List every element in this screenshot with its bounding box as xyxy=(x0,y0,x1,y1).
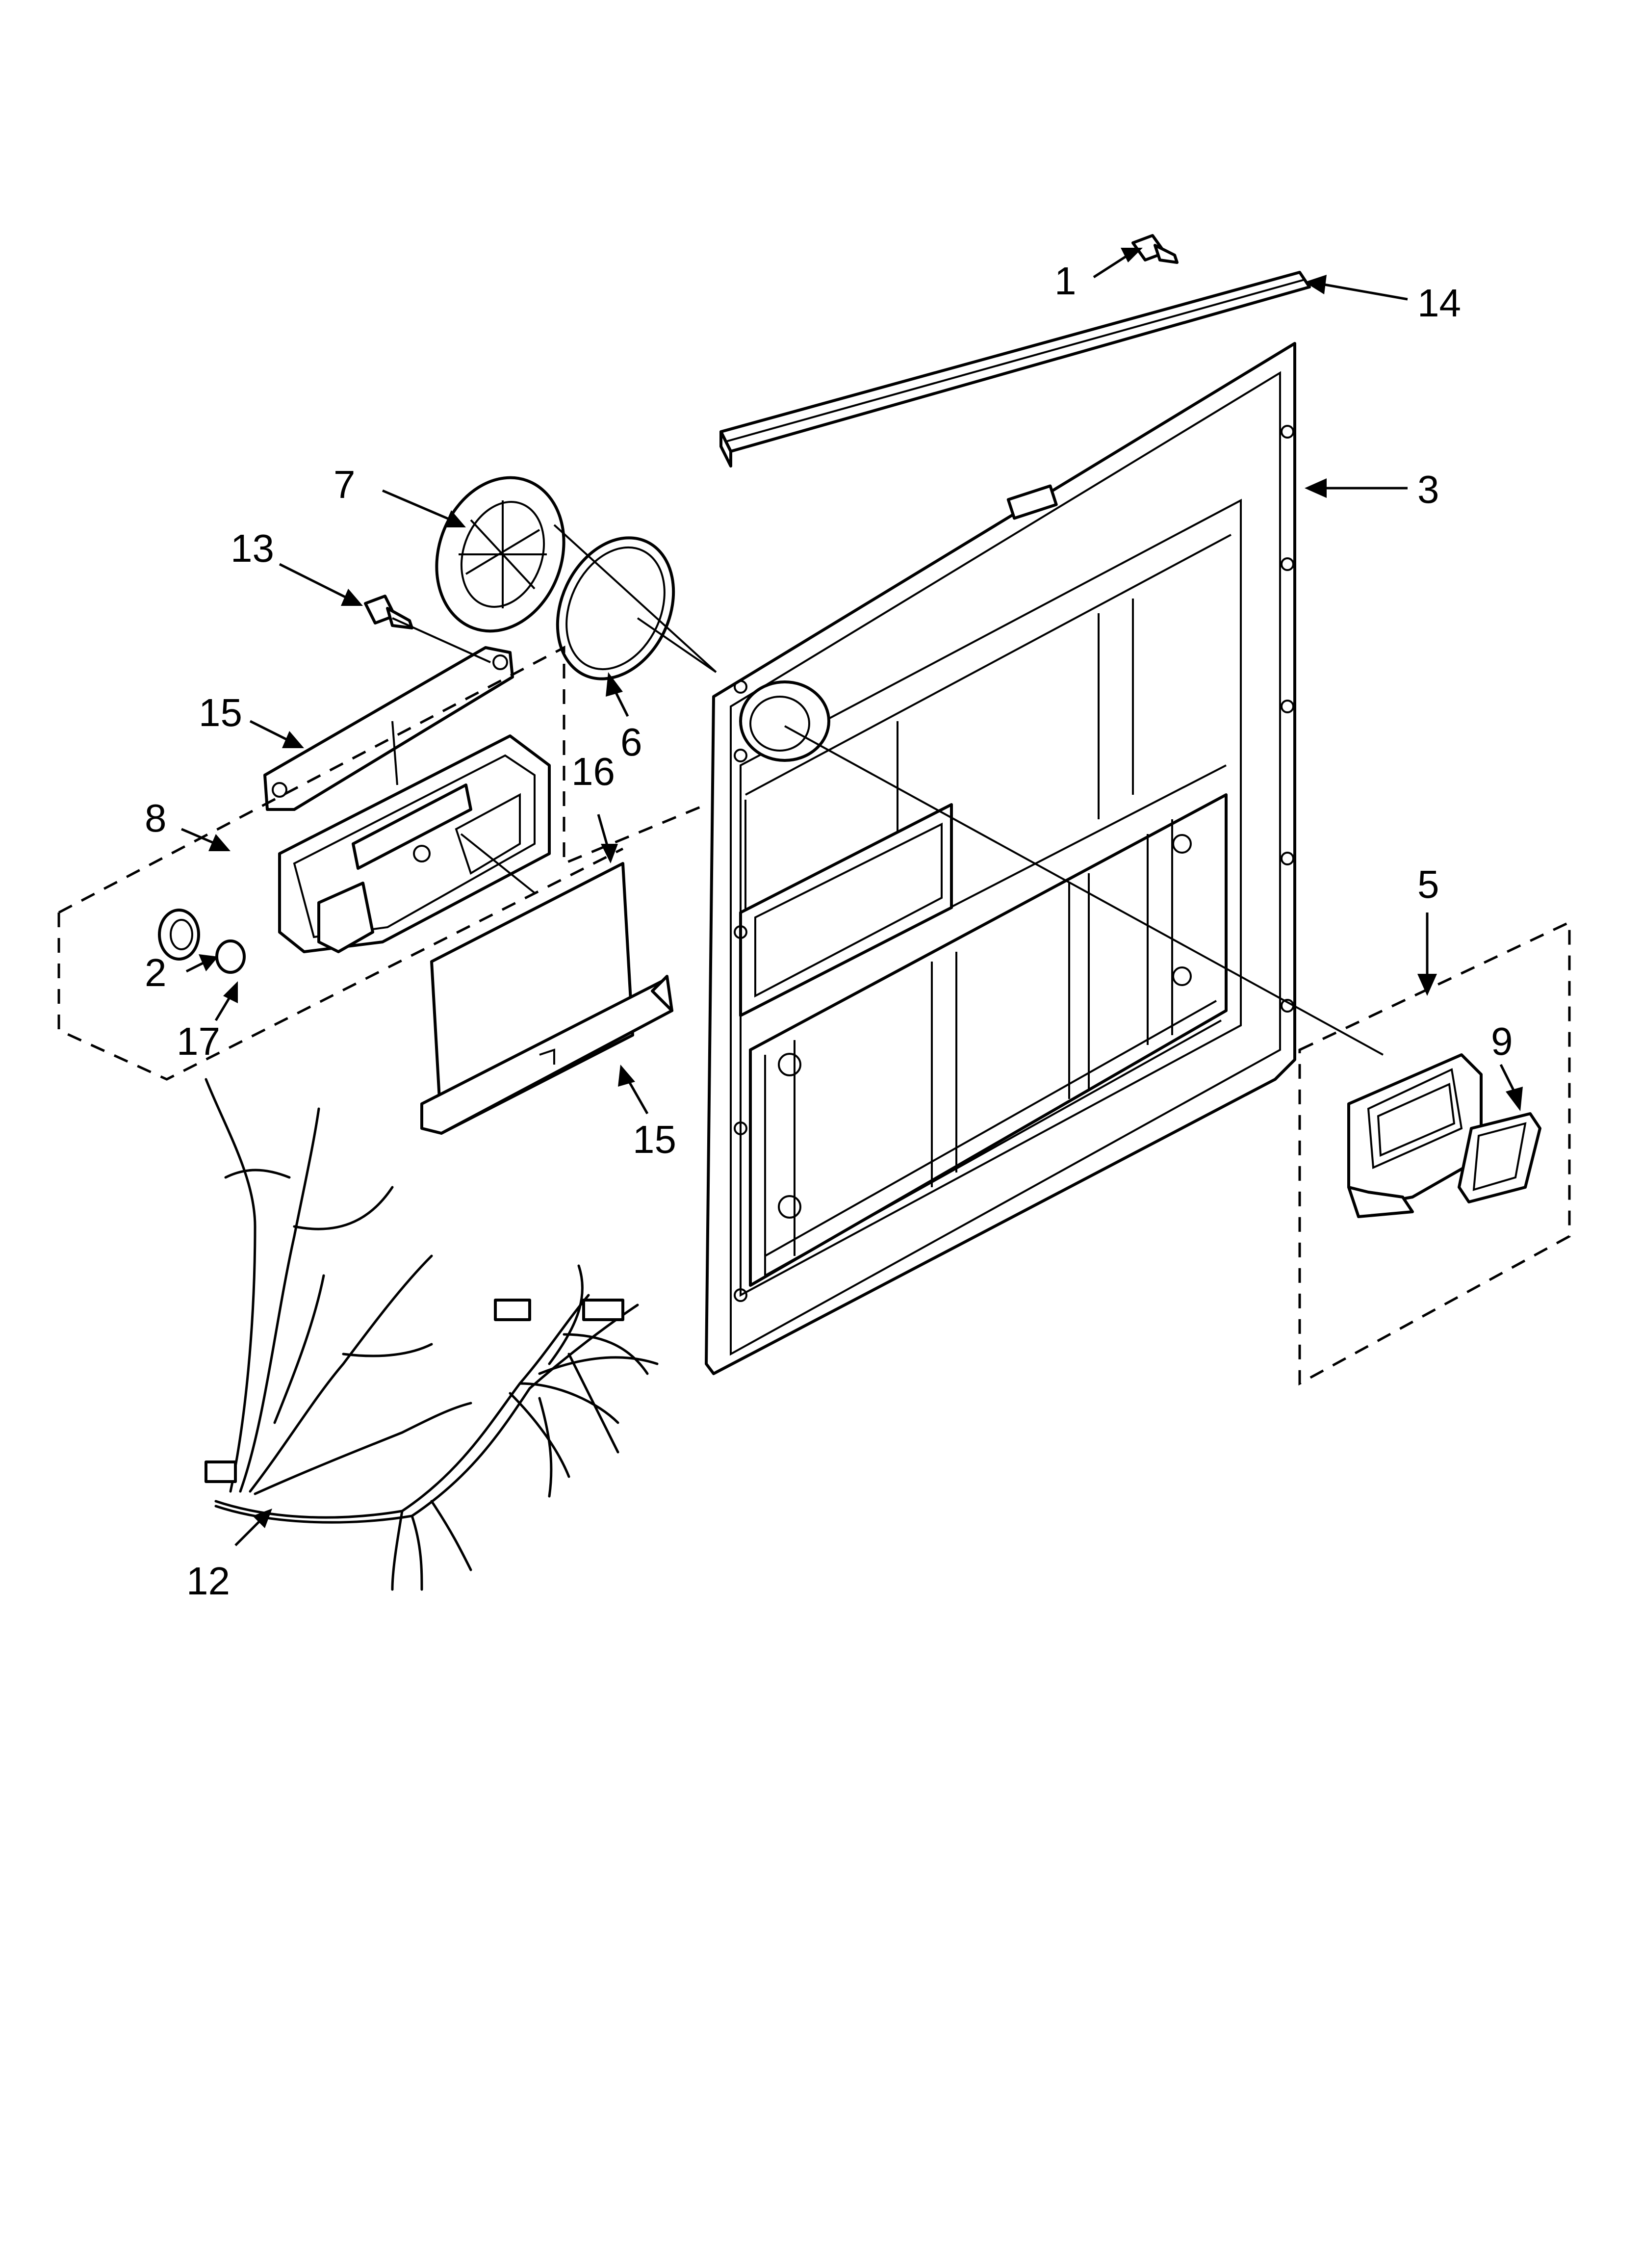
dispenser-assembly xyxy=(278,734,551,953)
duct-seal xyxy=(1458,1112,1541,1203)
vent-gasket xyxy=(556,536,675,680)
callout-12: 12 xyxy=(186,1559,230,1603)
callout-16: 16 xyxy=(571,750,615,793)
callout-15-upper: 15 xyxy=(199,691,242,734)
o-ring-part-17 xyxy=(215,939,246,974)
callout-5: 5 xyxy=(1417,862,1439,906)
lower-bracket xyxy=(420,975,673,1135)
callout-17: 17 xyxy=(177,1019,220,1063)
callout-13: 13 xyxy=(231,526,274,570)
callout-15-lower: 15 xyxy=(633,1118,676,1161)
vent-louver xyxy=(435,476,565,633)
callout-1: 1 xyxy=(1054,259,1077,303)
shield-plate xyxy=(430,862,634,1135)
knob-part-2 xyxy=(158,909,200,961)
wire-harness xyxy=(205,1078,659,1591)
top-trim-rail xyxy=(719,271,1311,520)
screw-part-1 xyxy=(1131,234,1179,264)
inner-door-panel xyxy=(705,342,1296,1375)
callout-14: 14 xyxy=(1417,281,1461,325)
callout-3: 3 xyxy=(1417,468,1439,511)
callout-2: 2 xyxy=(145,951,167,994)
upper-bracket xyxy=(263,646,514,811)
callout-6: 6 xyxy=(620,720,642,764)
leaders xyxy=(181,248,1523,1546)
group-box-5 xyxy=(1298,920,1571,1386)
group-box-8 xyxy=(57,645,707,1081)
callout-9: 9 xyxy=(1491,1019,1513,1063)
callout-8: 8 xyxy=(145,796,167,840)
vent-duct-assembly xyxy=(1347,1053,1483,1218)
callout-7: 7 xyxy=(334,463,356,506)
callout-labels: 1 14 3 7 13 6 15 16 8 2 17 15 5 9 12 xyxy=(145,259,1513,1603)
